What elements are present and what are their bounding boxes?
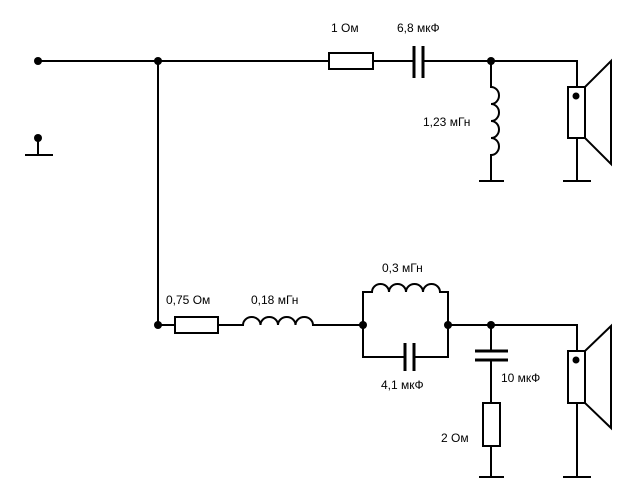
capacitor-c3: 10 мкФ [475, 324, 540, 404]
label-c1: 6,8 мкФ [397, 21, 440, 35]
inductor-coil [371, 283, 441, 293]
capacitor-c2: 4,1 мкФ [362, 324, 449, 392]
capacitor-c1: 6,8 мкФ [397, 21, 440, 78]
label-l3: 0,3 мГн [382, 261, 423, 275]
inductor-l2: 0,18 мГн [242, 293, 314, 326]
wire [439, 291, 449, 326]
polarity-dot [572, 92, 580, 100]
inductor-coil [242, 316, 314, 326]
speaker-cone-icon [583, 58, 612, 167]
label-l2: 0,18 мГн [251, 293, 298, 307]
label-r3: 2 Ом [441, 431, 469, 445]
inductor-coil [490, 86, 500, 156]
resistor-r2: 0,75 Ом [166, 293, 219, 334]
label-c2: 4,1 мкФ [381, 378, 424, 392]
speaker-woofer [563, 323, 612, 478]
label-l1: 1,23 мГн [423, 115, 470, 129]
input-ground-terminal [25, 134, 53, 156]
label-r1: 1 Ом [331, 21, 359, 35]
speaker-cone-icon [583, 323, 612, 431]
inductor-l1: 1,23 мГн [423, 60, 504, 182]
resistor-symbol [328, 52, 374, 70]
wire [362, 291, 373, 326]
inductor-l3: 0,3 мГн [362, 261, 449, 326]
polarity-dot [572, 356, 580, 364]
wire [362, 324, 406, 358]
resistor-symbol [482, 402, 501, 447]
label-c3: 10 мкФ [501, 371, 540, 385]
resistor-symbol [174, 316, 219, 334]
label-r2: 0,75 Ом [166, 293, 210, 307]
resistor-r3: 2 Ом [441, 402, 504, 478]
speaker-tweeter [563, 58, 612, 182]
resistor-r1: 1 Ом [328, 21, 374, 70]
wire [413, 324, 449, 358]
